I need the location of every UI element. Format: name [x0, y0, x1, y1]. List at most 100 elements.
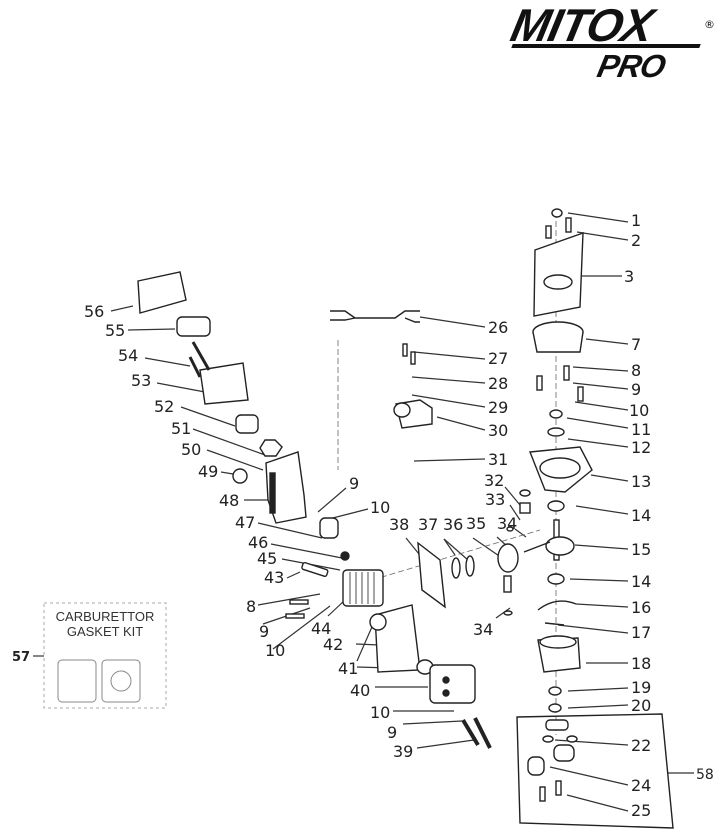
callout-15: 15	[631, 540, 651, 559]
part-50-air-box	[265, 451, 307, 524]
callout-7: 7	[631, 335, 641, 354]
callout-34b: 34	[473, 620, 493, 639]
part-16-clip	[537, 600, 577, 611]
callout-28: 28	[488, 374, 508, 393]
part-34-clip	[506, 526, 514, 532]
part-17-key	[544, 622, 565, 626]
callout-57: 57	[12, 650, 30, 665]
callout-31: 31	[488, 450, 508, 469]
assembly-axis	[337, 212, 557, 735]
callout-1: 1	[631, 211, 641, 230]
part-57-gasket-a	[57, 659, 97, 703]
callout-37: 37	[418, 515, 438, 534]
callout-29: 29	[488, 398, 508, 417]
callout-41: 41	[338, 659, 358, 678]
callout-18: 18	[631, 654, 651, 673]
part-13-fan	[539, 457, 581, 479]
part-shapes	[43, 208, 674, 829]
callout-2: 2	[631, 231, 641, 250]
part-37-ring	[451, 557, 461, 579]
brand-logo: MITOX ® PRO	[506, 0, 718, 84]
callout-9-carb: 9	[349, 474, 359, 493]
part-14-bearing	[547, 500, 565, 512]
callout-52: 52	[154, 397, 174, 416]
callout-51: 51	[171, 419, 191, 438]
part-25-bolt	[539, 786, 546, 802]
part-33-bearing	[519, 502, 531, 514]
part-43-spark-plug	[301, 561, 329, 578]
callout-24: 24	[631, 776, 651, 795]
part-40-muffler	[429, 664, 476, 704]
part-37-ring-b	[465, 555, 475, 577]
part-7-flywheel-body	[532, 331, 584, 353]
part-14b-bearing	[547, 573, 565, 585]
part-clutch-hub	[545, 719, 569, 731]
part-25-bolt-b	[555, 780, 562, 796]
callout-10-muffler: 10	[370, 703, 390, 722]
part-53-filter-housing	[199, 362, 249, 405]
part-15-conrod	[523, 541, 551, 553]
part-26-wire-harness	[330, 310, 420, 319]
part-20-washer	[548, 703, 562, 713]
part-54-screw-b	[188, 356, 202, 378]
part-36-pin	[503, 575, 512, 593]
callout-labels: 1 2 3 7 8 9 10 11 12 13 14 15 14 16 17 1…	[12, 211, 714, 820]
part-55-filter	[176, 316, 211, 337]
callout-47: 47	[235, 513, 255, 532]
part-clutch-shoe	[553, 744, 575, 762]
kit-title-line-1: CARBURETTOR	[55, 609, 155, 624]
part-56-cover	[137, 271, 187, 314]
callout-9-left: 9	[259, 622, 269, 641]
callout-53: 53	[131, 371, 151, 390]
part-1-nut	[551, 208, 563, 218]
callout-44: 44	[311, 619, 331, 638]
part-22-washer	[542, 735, 554, 743]
part-30-coil-lobe	[393, 402, 411, 418]
part-18-top	[539, 635, 577, 649]
callout-43: 43	[264, 568, 284, 587]
callout-45: 45	[257, 549, 277, 568]
part-47-carburettor	[319, 517, 339, 539]
callout-25: 25	[631, 801, 651, 820]
callout-22: 22	[631, 736, 651, 755]
part-8-bolt-left	[289, 599, 309, 605]
part-34b-clip	[503, 610, 513, 616]
callout-3: 3	[624, 267, 634, 286]
part-48-gasket	[269, 472, 276, 514]
callout-11: 11	[631, 420, 651, 439]
part-2-screw	[565, 217, 572, 233]
callout-50: 50	[181, 440, 201, 459]
part-54-screw	[191, 341, 211, 371]
callout-17: 17	[631, 623, 651, 642]
part-57-diaphragm	[110, 670, 132, 692]
leader-lines	[33, 212, 694, 812]
callout-54: 54	[118, 346, 138, 365]
callout-9-muffler: 9	[387, 723, 397, 742]
callout-38: 38	[389, 515, 409, 534]
callout-16: 16	[631, 598, 651, 617]
callout-33: 33	[485, 490, 505, 509]
part-38-gasket	[417, 541, 446, 609]
part-12-oring	[547, 427, 565, 437]
callout-19: 19	[631, 678, 651, 697]
callout-58: 58	[696, 767, 714, 783]
callout-35: 35	[466, 514, 486, 533]
part-clutch-shoe-b	[527, 756, 545, 776]
callout-32: 32	[484, 471, 504, 490]
registered-mark: ®	[704, 18, 715, 31]
part-44-cylinder	[342, 569, 384, 607]
part-57-kit-frame	[43, 602, 167, 709]
part-8-screw-c	[577, 386, 584, 402]
part-52-choke	[235, 414, 259, 434]
callout-10-left: 10	[265, 641, 285, 660]
part-49-primer	[232, 468, 248, 484]
callout-48: 48	[219, 491, 239, 510]
part-15-crank-web	[545, 536, 575, 556]
callout-14b: 14	[631, 572, 651, 591]
callout-40: 40	[350, 681, 370, 700]
callout-20: 20	[631, 696, 651, 715]
part-35-piston	[497, 543, 519, 573]
callout-26: 26	[488, 318, 508, 337]
